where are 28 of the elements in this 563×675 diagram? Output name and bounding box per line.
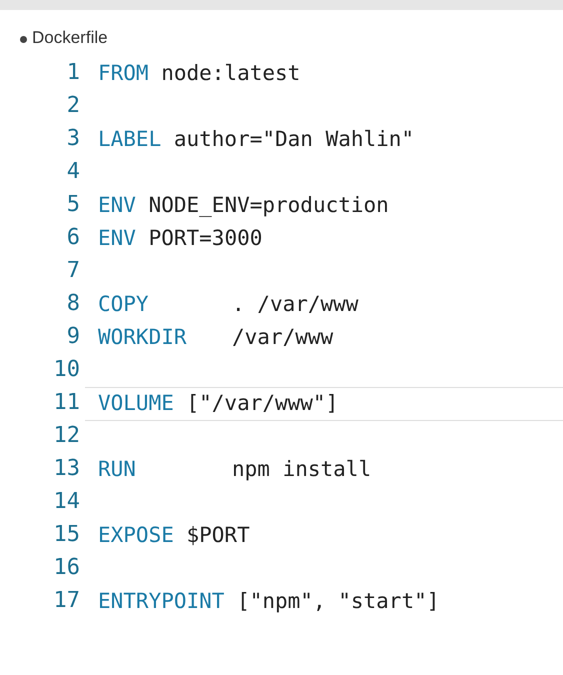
- code-line: ENTRYPOINT ["npm", "start"]: [98, 588, 440, 615]
- code-line: RUN npm install: [98, 456, 372, 483]
- code-line: VOLUME ["/var/www"]: [98, 390, 338, 417]
- line-number: 17: [52, 587, 80, 615]
- code-line: LABEL author="Dan Wahlin": [98, 126, 414, 153]
- line-number: 13: [52, 455, 80, 483]
- line-number: 1: [66, 59, 80, 87]
- code-line: COPY . /var/www: [98, 291, 358, 318]
- line-number: 10: [52, 356, 80, 384]
- code-line: FROM node:latest: [98, 60, 300, 87]
- line-number: 7: [66, 257, 80, 285]
- file-tab-title: Dockerfile: [32, 28, 108, 48]
- code-line: ENV NODE_ENV=production: [98, 192, 389, 219]
- line-number: 8: [66, 290, 80, 318]
- line-number: 16: [52, 554, 80, 582]
- line-number: 5: [66, 191, 80, 219]
- line-number: 11: [52, 389, 80, 417]
- code-line: ENV PORT=3000: [98, 225, 262, 252]
- code-line: WORKDIR /var/www: [98, 324, 334, 351]
- line-number: 4: [66, 158, 80, 186]
- code-line: EXPOSE $PORT: [98, 522, 250, 549]
- line-number: 14: [52, 488, 80, 516]
- line-number: 6: [66, 224, 80, 252]
- line-number: 15: [52, 521, 80, 549]
- line-number: 2: [66, 92, 80, 120]
- line-number: 9: [66, 323, 80, 351]
- line-number: 3: [66, 125, 80, 153]
- line-number: 12: [52, 422, 80, 450]
